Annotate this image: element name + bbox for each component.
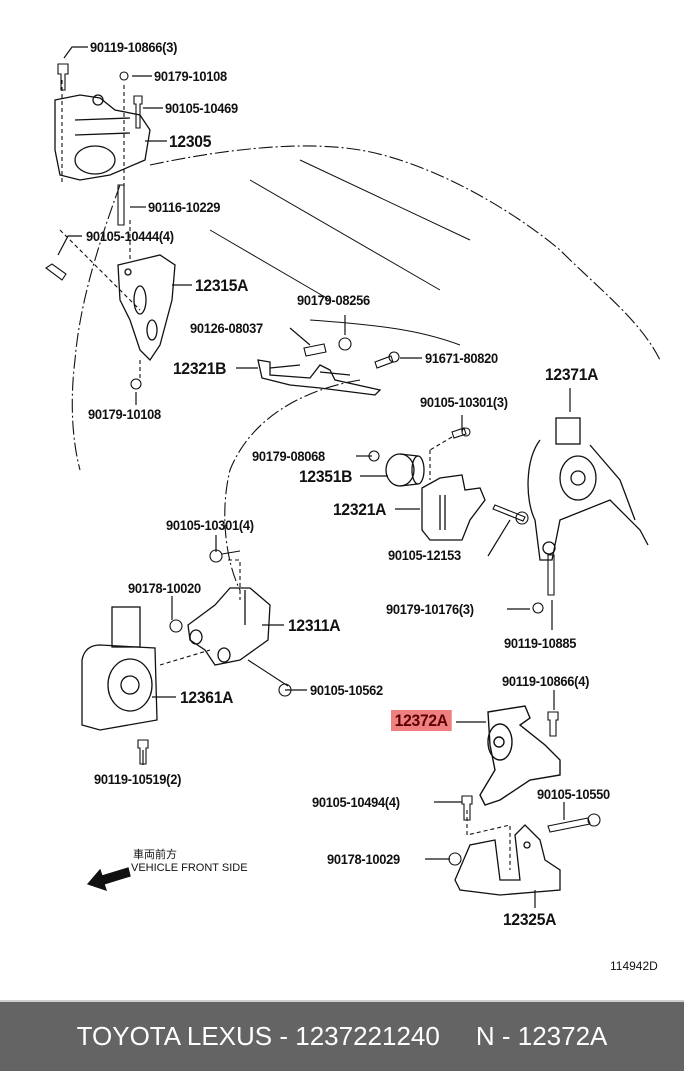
callout-90116-10229[interactable]: 90116-10229 <box>148 199 221 215</box>
callout-90105-10301-3[interactable]: 90105-10301(3) <box>420 394 508 410</box>
callout-12315A[interactable]: 12315A <box>195 276 249 295</box>
footer-brand-part-number: TOYOTA LEXUS - 1237221240 <box>76 1021 440 1051</box>
callout-90179-08068[interactable]: 90179-08068 <box>252 448 325 464</box>
leader-lines <box>57 46 571 908</box>
callout-90105-10562[interactable]: 90105-10562 <box>310 682 383 698</box>
callout-12372A-highlighted[interactable]: 12372A <box>391 710 452 731</box>
part-12321A <box>421 474 486 541</box>
part-12325A <box>454 824 561 896</box>
part-12311A <box>187 587 271 666</box>
part-12361A <box>81 606 158 731</box>
vehicle-front-label-jp: 車両前方 <box>133 848 177 861</box>
callout-90179-10176-3[interactable]: 90179-10176(3) <box>386 601 474 617</box>
illustration-code: 114942D <box>610 959 658 973</box>
callout-91671-80820[interactable]: 91671-80820 <box>425 350 498 366</box>
part-12371A <box>527 417 649 561</box>
callout-90179-08256[interactable]: 90179-08256 <box>297 292 370 308</box>
footer-reference: N - 12372A <box>475 1021 608 1051</box>
callout-12321A[interactable]: 12321A <box>333 500 387 519</box>
callout-90119-10866-4[interactable]: 90119-10866(4) <box>502 673 590 689</box>
part-12351B <box>385 453 425 487</box>
footer-bar: TOYOTA LEXUS - 1237221240 N - 12372A <box>0 1000 684 1071</box>
callout-12311A[interactable]: 12311A <box>288 616 341 635</box>
callout-90119-10866-3[interactable]: 90119-10866(3) <box>90 39 178 55</box>
callout-90178-10029[interactable]: 90178-10029 <box>327 851 400 867</box>
callout-90179-10108-top[interactable]: 90179-10108 <box>154 68 227 84</box>
arrow-left-down-icon <box>86 867 131 892</box>
callout-12371A[interactable]: 12371A <box>545 365 599 384</box>
callout-90119-10885[interactable]: 90119-10885 <box>504 635 577 651</box>
part-12321B <box>257 359 382 396</box>
callout-12351B[interactable]: 12351B <box>299 467 353 486</box>
assembly-dashes <box>59 80 511 870</box>
vehicle-front-label: VEHICLE FRONT SIDE <box>131 862 248 874</box>
callout-12305[interactable]: 12305 <box>169 132 212 151</box>
callout-90126-08037[interactable]: 90126-08037 <box>190 320 263 336</box>
part-12315A <box>117 254 176 362</box>
callout-12325A[interactable]: 12325A <box>503 910 557 929</box>
engine-detail-lines <box>209 159 471 346</box>
callout-90105-10550[interactable]: 90105-10550 <box>537 786 610 802</box>
callout-90105-10444-4[interactable]: 90105-10444(4) <box>86 228 174 244</box>
callout-90105-10469[interactable]: 90105-10469 <box>165 100 238 116</box>
callout-12321B[interactable]: 12321B <box>173 359 227 378</box>
callout-90178-10020[interactable]: 90178-10020 <box>128 580 201 596</box>
callout-90105-12153[interactable]: 90105-12153 <box>388 547 461 563</box>
callout-90105-10494-4[interactable]: 90105-10494(4) <box>312 794 400 810</box>
part-12372A <box>479 705 561 806</box>
diagram-artwork <box>45 46 661 908</box>
callout-90119-10519-2[interactable]: 90119-10519(2) <box>94 771 182 787</box>
engine-outline <box>71 145 661 591</box>
part-12305 <box>54 94 151 181</box>
callout-90105-10301-4[interactable]: 90105-10301(4) <box>166 517 254 533</box>
bolt-icons <box>45 63 601 866</box>
parts-diagram: 90119-10866(3) 90179-10108 90105-10469 1… <box>45 39 661 973</box>
callout-90179-10108-mid[interactable]: 90179-10108 <box>88 406 161 422</box>
callout-12361A[interactable]: 12361A <box>180 688 234 707</box>
